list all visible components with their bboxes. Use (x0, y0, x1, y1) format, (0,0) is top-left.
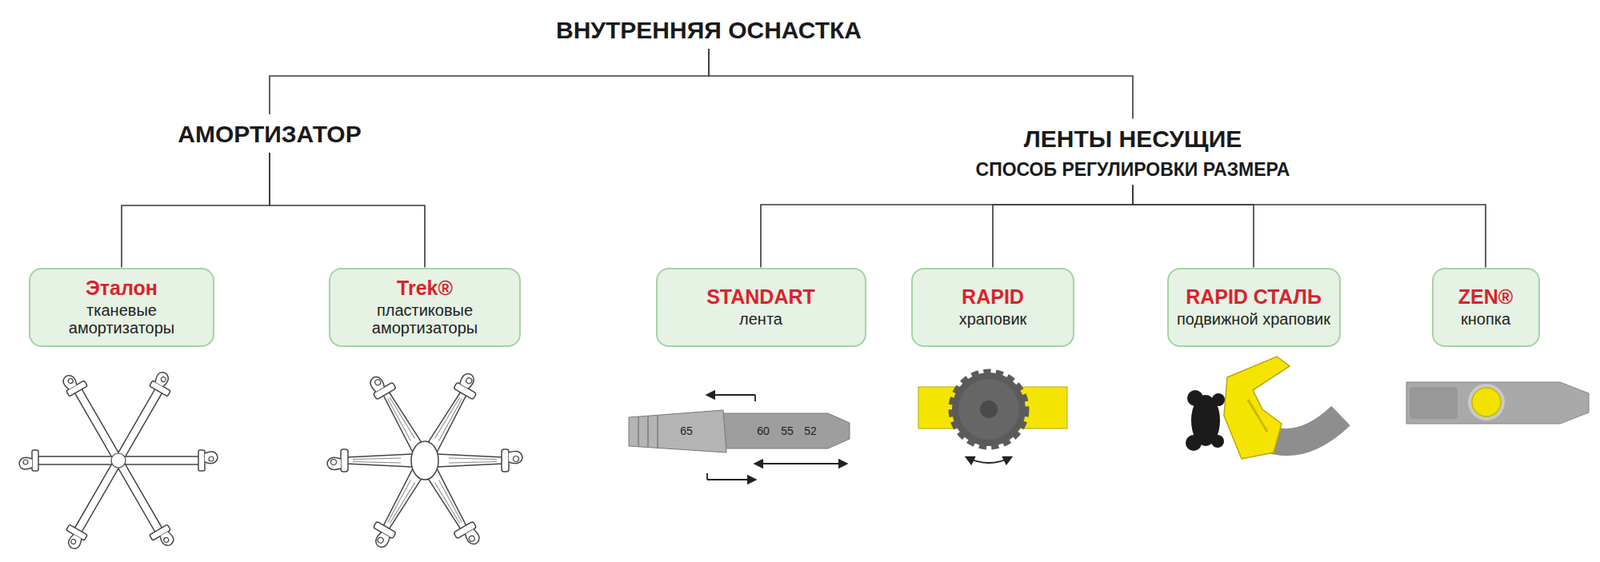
tree-connector (708, 48, 1133, 120)
tree-connector (269, 48, 709, 115)
category-box: RAPID СТАЛЬподвижной храповик (1167, 268, 1341, 348)
node-description: пластиковые амортизаторы (338, 301, 512, 338)
node-title: RAPID (920, 285, 1065, 309)
size-mark: 60 (756, 424, 770, 438)
node-title: ВНУТРЕННЯЯ ОСНАСТКА (556, 16, 862, 44)
tree-connector (269, 152, 425, 268)
rapid-steel-ratchet (1185, 356, 1341, 460)
node-title: ЛЕНТЫ НЕСУЩИЕ (976, 125, 1291, 153)
tree-connector (1132, 185, 1486, 268)
node-description: лента (665, 310, 857, 328)
node-description: кнопка (1441, 310, 1531, 328)
zen-button-band (1406, 382, 1589, 424)
node-title: ZEN® (1441, 285, 1531, 309)
node-title: RAPID СТАЛЬ (1176, 285, 1332, 309)
node-description: храповик (920, 310, 1065, 328)
rapid-ratchet (918, 372, 1068, 464)
branch-heading: ЛЕНТЫ НЕСУЩИЕ СПОСОБ РЕГУЛИРОВКИ РАЗМЕРА (969, 122, 1297, 184)
category-box: Эталонтканевые амортизаторы (28, 268, 215, 348)
node-description: тканевые амортизаторы (38, 301, 205, 338)
diagram-title: ВНУТРЕННЯЯ ОСНАСТКА (549, 13, 868, 48)
category-box: ZEN®кнопка (1432, 268, 1540, 348)
category-box: RAPIDхраповик (911, 268, 1075, 348)
plastic-shock-absorber (327, 370, 523, 551)
tree-connector (1132, 185, 1254, 268)
node-title: АМОРТИЗАТОР (177, 120, 361, 148)
node-title: Эталон (38, 276, 205, 300)
size-mark: 55 (780, 424, 794, 438)
node-description: подвижной храповик (1176, 310, 1332, 328)
node-title: Trek® (338, 276, 512, 300)
tree-connector (121, 152, 270, 268)
size-mark: 52 (804, 424, 817, 438)
standart-band (628, 395, 850, 480)
branch-heading: АМОРТИЗАТОР (171, 117, 368, 152)
category-box: Trek®пластиковые амортизаторы (328, 268, 521, 348)
node-title: STANDART (665, 285, 857, 309)
tree-connector (760, 185, 1133, 268)
tree-connector (992, 185, 1133, 268)
fabric-shock-absorber (19, 369, 218, 552)
size-mark: 65 (680, 424, 693, 438)
category-box: STANDARTлента (656, 268, 867, 348)
node-description: СПОСОБ РЕГУЛИРОВКИ РАЗМЕРА (976, 159, 1291, 181)
